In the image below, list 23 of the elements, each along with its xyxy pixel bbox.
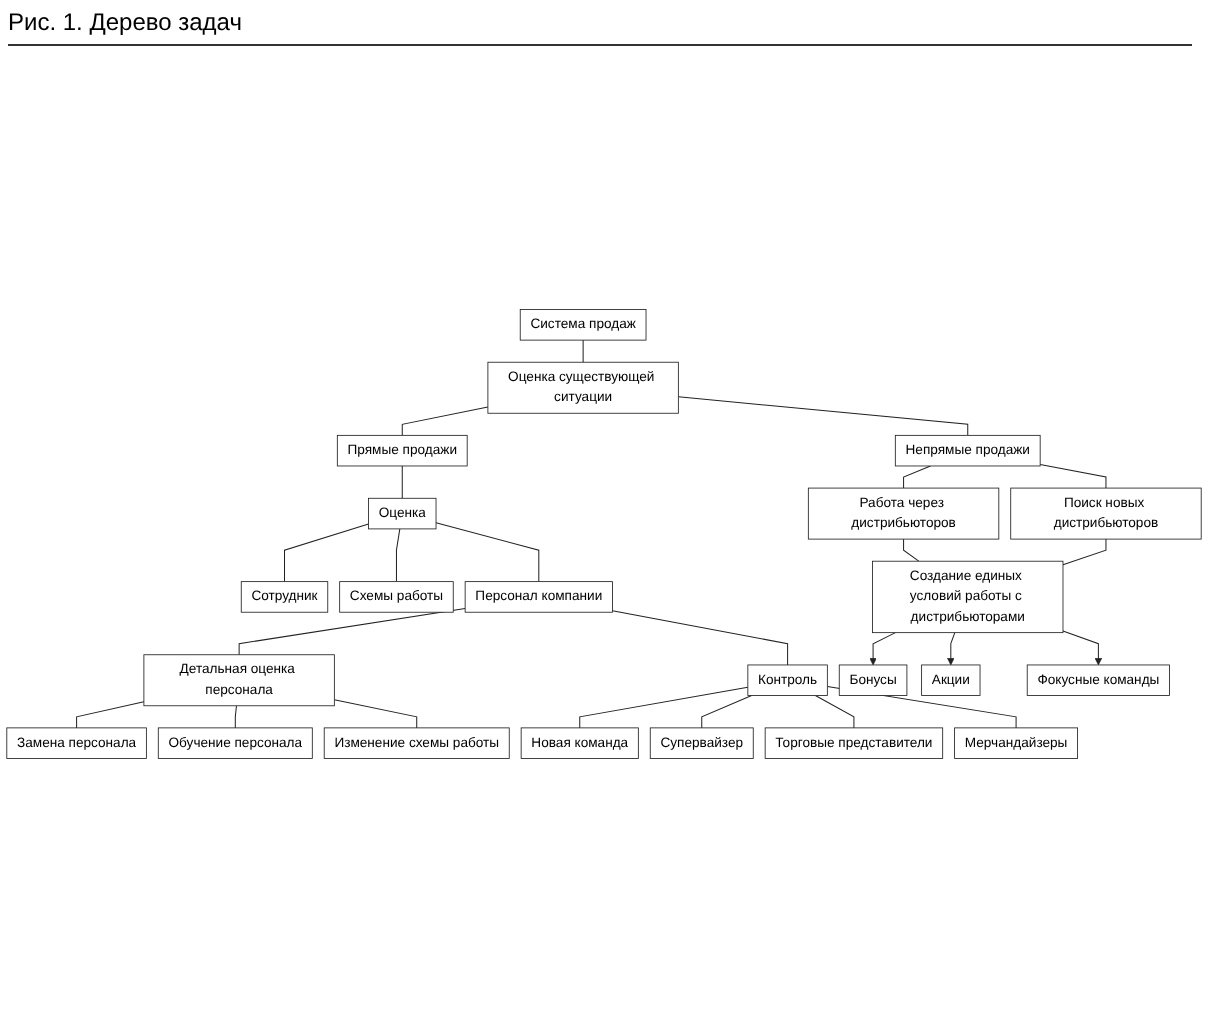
connector [333,699,418,729]
arrow [1062,630,1103,666]
connector [903,538,920,562]
connector [677,396,969,436]
connector [1062,538,1107,566]
arrow [947,632,956,666]
connector [903,465,931,489]
connector [701,695,753,729]
connector [579,686,749,729]
figure-caption: Рис. 1. Дерево задач [8,8,1192,46]
connector [401,406,489,436]
connector [582,339,584,363]
connector [1039,463,1107,489]
connector [395,528,401,583]
connector [76,701,145,729]
connector [435,522,540,583]
connector [238,607,466,656]
connector [814,695,855,729]
connector [611,610,789,666]
connector [284,523,369,583]
connector [234,705,237,729]
connector [401,465,403,499]
arrow [869,632,896,666]
